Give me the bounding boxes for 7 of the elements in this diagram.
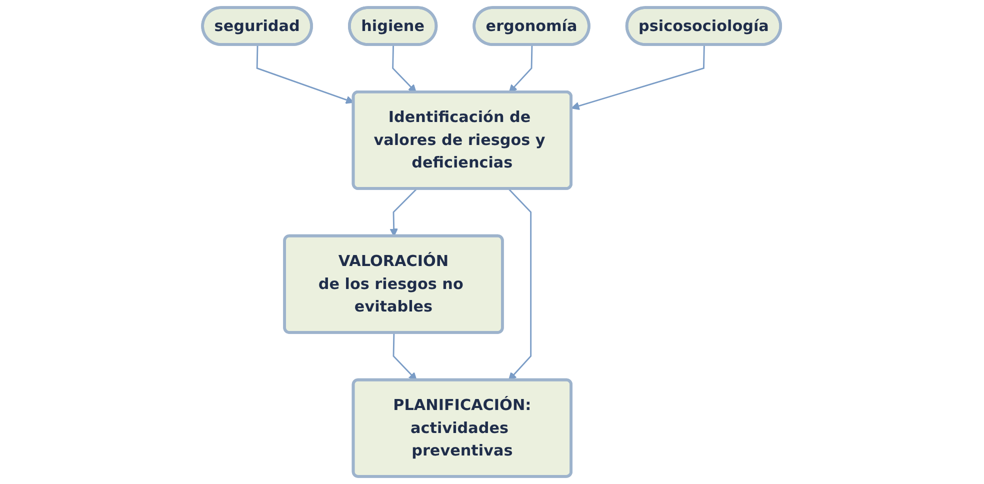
arrow [508,188,532,381]
arrow [509,44,534,93]
arrow [390,188,418,237]
arrow [393,332,418,381]
arrow [392,44,417,93]
arrow [256,44,354,104]
arrow [572,44,706,110]
